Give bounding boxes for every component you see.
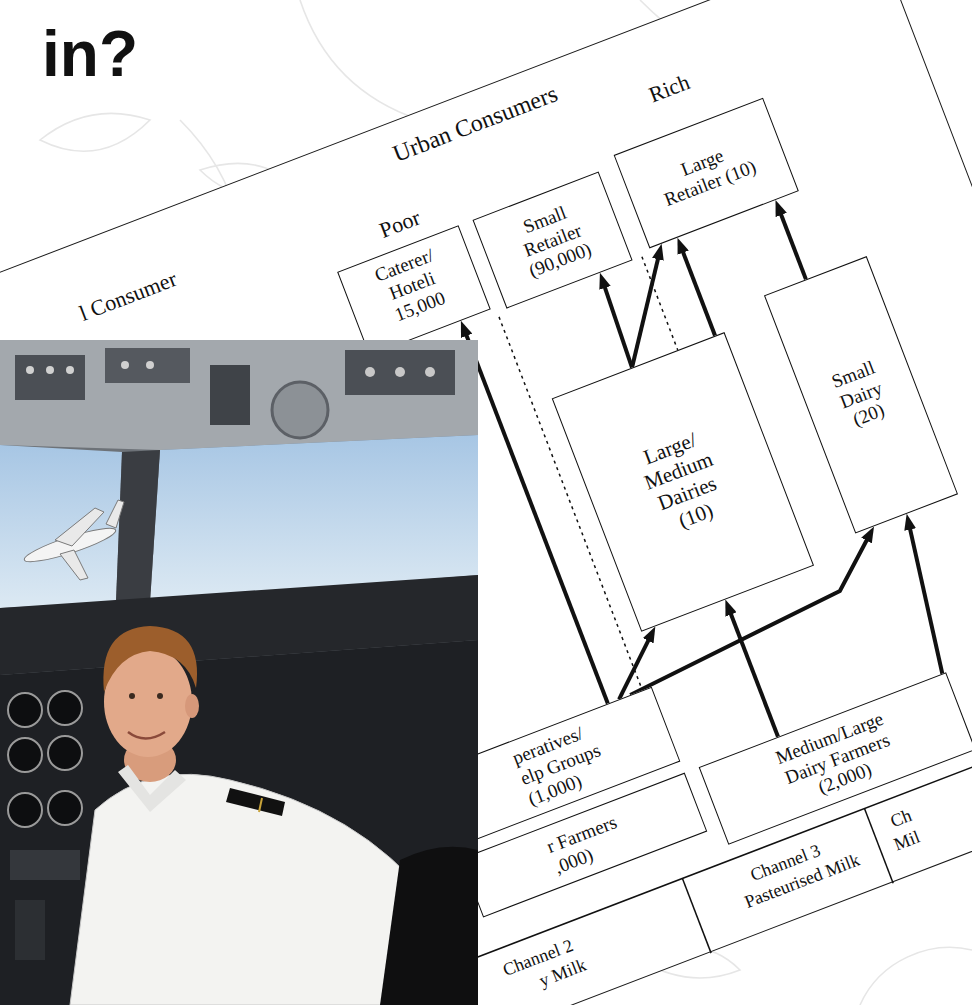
box-label: Small Dairy (20): [817, 352, 906, 438]
cockpit-photo: [0, 340, 478, 1005]
pilot: [157, 693, 163, 699]
airplane: [106, 500, 124, 528]
label-anchor: Rich: [645, 69, 693, 108]
overhead-panel: [0, 340, 478, 450]
flow-arrow: [601, 634, 669, 700]
overhead-panel: [210, 365, 250, 425]
pilot: [226, 788, 285, 816]
instrument-panel: [10, 850, 80, 880]
process-box: Medium/Large Dairy Farmers (2,000): [699, 672, 972, 844]
channel-row-lines: [864, 809, 893, 884]
instrument-panel: [8, 693, 42, 727]
flow-arrow: [728, 607, 778, 737]
overhead-panel: [146, 361, 154, 369]
cabin-wall: [0, 340, 478, 1005]
box-label: Large/ Medium Dairies (10): [619, 419, 747, 545]
box-label: Medium/Large Dairy Farmers (2,000): [760, 703, 914, 814]
instrument-panel: [0, 640, 478, 1005]
overhead-panel: [272, 382, 328, 438]
diagram-label: Urban Consumers: [389, 80, 561, 167]
diagram-label: Poor: [376, 205, 424, 243]
diagram-label: l Consumer: [76, 266, 180, 326]
box-label: Caterer/ Hoteli 15,000: [356, 238, 468, 333]
overhead-panel: [365, 367, 375, 377]
pilot: [185, 694, 199, 718]
windshield: [0, 445, 122, 608]
slide-title: in?: [42, 18, 138, 92]
label-anchor: l Consumer: [76, 266, 180, 326]
overhead-panel: [46, 366, 54, 374]
pilot: [259, 798, 262, 812]
overhead-panel: [66, 366, 74, 374]
pilot: [380, 847, 478, 1005]
process-box: Large/ Medium Dairies (10): [552, 332, 814, 632]
box-label: peratives/ elp Groups (1,000): [510, 715, 622, 810]
diagram-label: Rich: [645, 69, 693, 107]
process-box: Small Retailer (90,000): [473, 172, 633, 309]
overhead-panel: [425, 367, 435, 377]
channel-row-lines: [682, 878, 711, 953]
label-anchor: Urban Consumers: [389, 80, 561, 168]
flow-arrow: [887, 522, 964, 674]
leaf-pattern: [860, 947, 972, 1005]
label-anchor: Mil: [891, 827, 923, 856]
airplane: [22, 500, 124, 580]
box-label: Small Retailer (90,000): [494, 192, 611, 289]
instrument-panel: [48, 691, 82, 725]
airplane: [55, 508, 104, 546]
airplane: [60, 550, 88, 580]
instrument-panel: [8, 738, 42, 772]
overhead-panel: [0, 340, 478, 450]
windshield: [150, 435, 478, 602]
label-anchor: Poor: [376, 205, 424, 244]
overhead-panel: [26, 366, 34, 374]
instrument-panel: [15, 900, 45, 960]
overhead-panel: [105, 348, 190, 383]
overhead-panel: [15, 355, 85, 400]
windshield: [116, 450, 160, 602]
pilot: [103, 626, 197, 692]
pilot: [70, 626, 478, 1005]
box-label: r Farmers ,000): [543, 803, 647, 878]
instrument-panel: [48, 736, 82, 770]
flow-arrow: [680, 245, 715, 336]
pilot: [129, 693, 135, 699]
title-anchor: in?: [42, 18, 138, 92]
leaf-pattern: [300, 0, 420, 120]
instrument-panel: [0, 640, 478, 1005]
overhead-panel: [395, 367, 405, 377]
overhead-panel: [121, 361, 129, 369]
box-label: Large Retailer (10): [652, 135, 761, 212]
process-box: Large Retailer (10): [614, 98, 799, 249]
flow-arrow: [599, 280, 635, 367]
leaf-pattern: [40, 113, 150, 151]
process-box: Small Dairy (20): [764, 256, 958, 533]
overhead-panel: [345, 350, 455, 395]
instrument-panel: [8, 793, 42, 827]
pilot: [128, 732, 165, 739]
pilot: [118, 765, 186, 812]
instrument-panel: [48, 791, 82, 825]
flow-arrow: [778, 207, 806, 279]
